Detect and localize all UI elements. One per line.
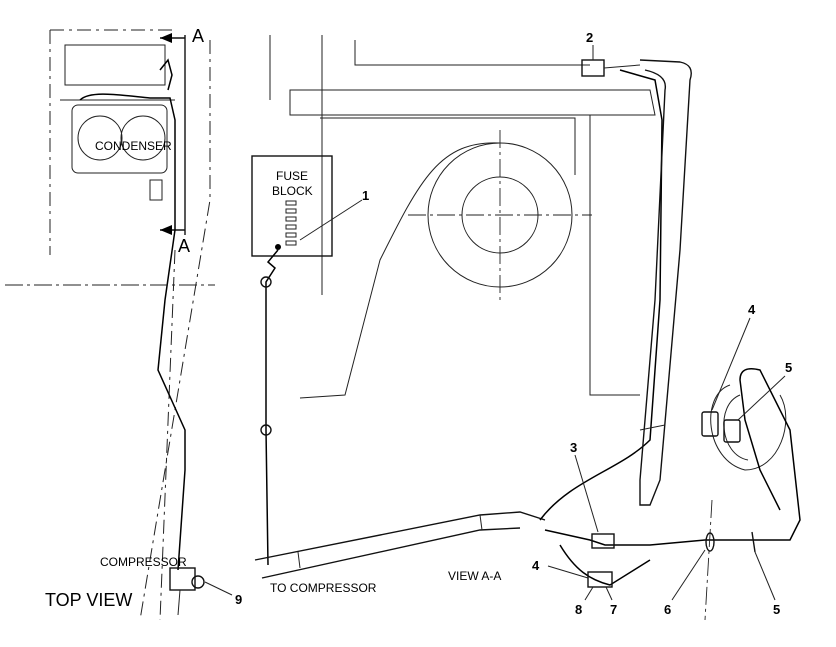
connector-2-wire bbox=[603, 64, 641, 69]
section-label-a-top: A bbox=[192, 26, 204, 46]
branch-4-wire bbox=[559, 544, 651, 586]
condenser-fan-right bbox=[120, 115, 166, 161]
condenser-fan-left bbox=[77, 115, 123, 161]
top-panel bbox=[64, 44, 166, 86]
callout-3: 5 bbox=[773, 602, 780, 617]
compressor-connector bbox=[191, 575, 205, 589]
tube-top bbox=[254, 511, 546, 561]
callout-leader-7 bbox=[605, 586, 613, 601]
housing-curve bbox=[299, 142, 501, 399]
condenser-label: CONDENSER bbox=[95, 139, 172, 153]
loop-outline-outer bbox=[710, 384, 787, 471]
fuse-label: FUSE bbox=[276, 169, 308, 183]
top-view-inner-line bbox=[159, 249, 176, 621]
callout-leader-9 bbox=[204, 581, 233, 596]
view-a-a: FUSE BLOCK 1 TO COMPRESSOR 2 bbox=[251, 30, 801, 621]
main-wire-right bbox=[539, 69, 663, 521]
loop-wire bbox=[739, 368, 801, 541]
top-view-outline-right bbox=[139, 40, 211, 621]
section-label-a-bottom: A bbox=[178, 236, 190, 256]
callout-leader-5-upper bbox=[737, 375, 786, 421]
connector-5-lower bbox=[591, 533, 615, 549]
right-duct bbox=[639, 59, 692, 506]
tube-bottom bbox=[261, 527, 521, 579]
top-view-clip bbox=[149, 179, 163, 201]
frame-crossbar bbox=[289, 89, 656, 116]
wire-grommet-mid bbox=[260, 424, 272, 436]
panel-centerline bbox=[704, 499, 713, 621]
frame-inner bbox=[320, 117, 576, 175]
fuse-slots bbox=[285, 200, 297, 246]
callout-9: 9 bbox=[235, 592, 242, 607]
callout-leader-1 bbox=[299, 199, 363, 241]
callout-5-upper: 5 bbox=[785, 360, 792, 375]
compressor-mount bbox=[177, 589, 181, 616]
callout-leader-8 bbox=[584, 586, 594, 601]
callout-leader-6 bbox=[671, 549, 706, 601]
callout-2: 2 bbox=[586, 30, 593, 45]
callout-7: 7 bbox=[610, 602, 617, 617]
callout-6: 6 bbox=[664, 602, 671, 617]
condenser-box bbox=[71, 104, 168, 174]
fuse-block bbox=[251, 155, 333, 257]
callout-leader-4-lower bbox=[547, 565, 589, 579]
clamp-3 bbox=[751, 531, 756, 553]
duct-clamp bbox=[639, 424, 666, 431]
callout-5-lower: 3 bbox=[570, 440, 577, 455]
tube-clamp-2 bbox=[479, 514, 483, 531]
connector-2 bbox=[581, 59, 605, 77]
top-view: A A CONDENSER COMPRESSOR TOP VIEW 9 bbox=[5, 26, 242, 621]
callout-leader-4-upper bbox=[711, 317, 751, 411]
callout-1: 1 bbox=[362, 188, 369, 203]
callout-8: 8 bbox=[575, 602, 582, 617]
callout-leader-3 bbox=[754, 551, 776, 601]
grommet-6 bbox=[705, 532, 715, 552]
arrow-head-top bbox=[160, 33, 172, 43]
arrow-head-bottom bbox=[160, 225, 172, 235]
connector-4-lower bbox=[587, 571, 613, 588]
view-aa-label: VIEW A-A bbox=[448, 569, 501, 583]
fuse-terminal bbox=[275, 244, 281, 250]
frame-top-edge bbox=[354, 40, 590, 66]
top-view-label: TOP VIEW bbox=[45, 590, 132, 610]
top-view-wire bbox=[79, 93, 186, 571]
top-view-connector-wire bbox=[159, 58, 173, 91]
main-wire-left bbox=[265, 249, 279, 566]
tube-clamp-1 bbox=[297, 551, 301, 569]
compressor-body bbox=[169, 567, 196, 591]
callout-4-lower: 4 bbox=[532, 558, 540, 573]
frame-right-post bbox=[589, 115, 640, 396]
block-label: BLOCK bbox=[272, 184, 313, 198]
compressor-label: COMPRESSOR bbox=[100, 555, 187, 569]
lower-branch-wire bbox=[544, 529, 760, 546]
loop-outline-inner bbox=[723, 394, 749, 461]
callout-leader-5-lower bbox=[574, 454, 599, 533]
callout-4-upper: 4 bbox=[748, 302, 756, 317]
to-compressor-label: TO COMPRESSOR bbox=[270, 581, 377, 595]
connector-4-upper bbox=[701, 411, 719, 437]
wire-grommet-top bbox=[260, 276, 272, 288]
connector-5-upper bbox=[723, 419, 741, 443]
